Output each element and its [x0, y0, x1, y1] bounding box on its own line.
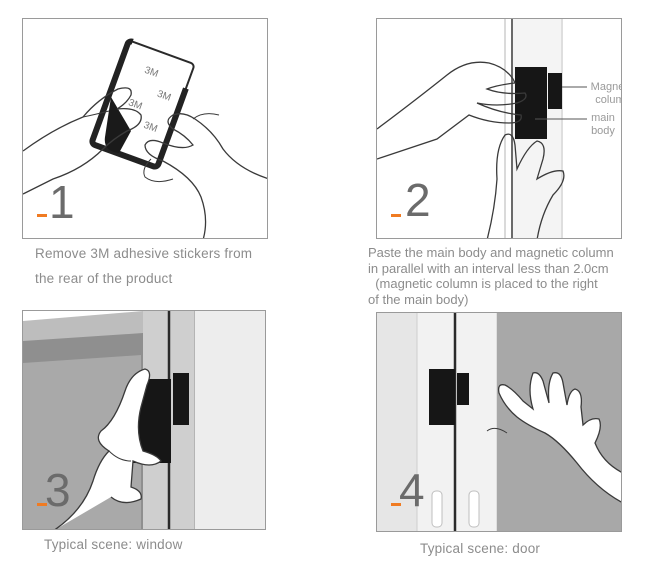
- upper-hand: [377, 61, 527, 160]
- step-4-number: 4: [399, 464, 425, 516]
- step-4-caption: Typical scene: door: [420, 536, 540, 561]
- step-4-panel: 4: [376, 312, 622, 532]
- sticker-label-d: 3M: [142, 120, 159, 135]
- step-2-panel: Magnetic column main body 2: [376, 18, 622, 239]
- lower-hand: [486, 133, 565, 238]
- main-body-label-line-1: main: [591, 112, 615, 124]
- step-4-accent-dash: [391, 503, 401, 506]
- step-1-accent-dash: [37, 214, 47, 217]
- step-2-caption-line-1: Paste the main body and magnetic column: [368, 245, 614, 260]
- step-2-number: 2: [405, 174, 431, 226]
- step-2-caption: Paste the main body and magnetic column …: [368, 245, 658, 307]
- main-body-device: [515, 67, 547, 139]
- step-1-caption-line-2: the rear of the product: [35, 271, 173, 286]
- main-body-label: main body: [583, 112, 621, 137]
- step-2-caption-line-2: in parallel with an interval less than 2…: [368, 260, 609, 276]
- step-3-panel: 3: [22, 310, 266, 530]
- step-3-caption-line-1: Typical scene: window: [44, 537, 183, 552]
- main-body-label-line-2: body: [591, 124, 615, 137]
- magnetic-column-label-line-2: column: [595, 93, 621, 106]
- step-4-caption-line-1: Typical scene: door: [420, 541, 541, 556]
- peeled-backing: [104, 97, 131, 153]
- window-scene-illustration: [23, 311, 265, 529]
- step-1-number: 1: [49, 176, 75, 228]
- door-main-body: [429, 369, 455, 425]
- remove-sticker-illustration: 3M 3M 3M 3M: [23, 38, 267, 238]
- left-hand: [23, 87, 142, 195]
- magnetic-column-label: Magnetic column: [585, 81, 621, 106]
- sticker-label-a: 3M: [143, 65, 160, 80]
- paste-main-body-illustration: [377, 19, 587, 238]
- step-3-accent-dash: [37, 503, 47, 506]
- window-magnetic-column: [173, 373, 189, 425]
- magnetic-column-label-line-1: Magnetic: [590, 81, 621, 93]
- magnetic-column-device: [548, 73, 562, 109]
- step-3-caption: Typical scene: window: [44, 532, 183, 557]
- sticker-label-b: 3M: [155, 89, 172, 104]
- step-2-caption-line-4: of the main body): [368, 291, 469, 307]
- step-3-number: 3: [45, 464, 71, 516]
- step-2-accent-dash: [391, 214, 401, 217]
- door-magnetic-column: [457, 373, 469, 405]
- right-hand: [144, 113, 267, 238]
- step-1-caption: Remove 3M adhesive stickers from the rea…: [35, 241, 252, 291]
- step-1-panel: 3M 3M 3M 3M 1: [22, 18, 268, 239]
- step-1-caption-line-1: Remove 3M adhesive stickers from: [35, 246, 253, 261]
- step-2-caption-line-3: (magnetic column is placed to the right: [368, 276, 598, 291]
- door-scene-illustration: [377, 313, 621, 531]
- door-hand: [497, 372, 621, 503]
- window-hand: [54, 368, 162, 529]
